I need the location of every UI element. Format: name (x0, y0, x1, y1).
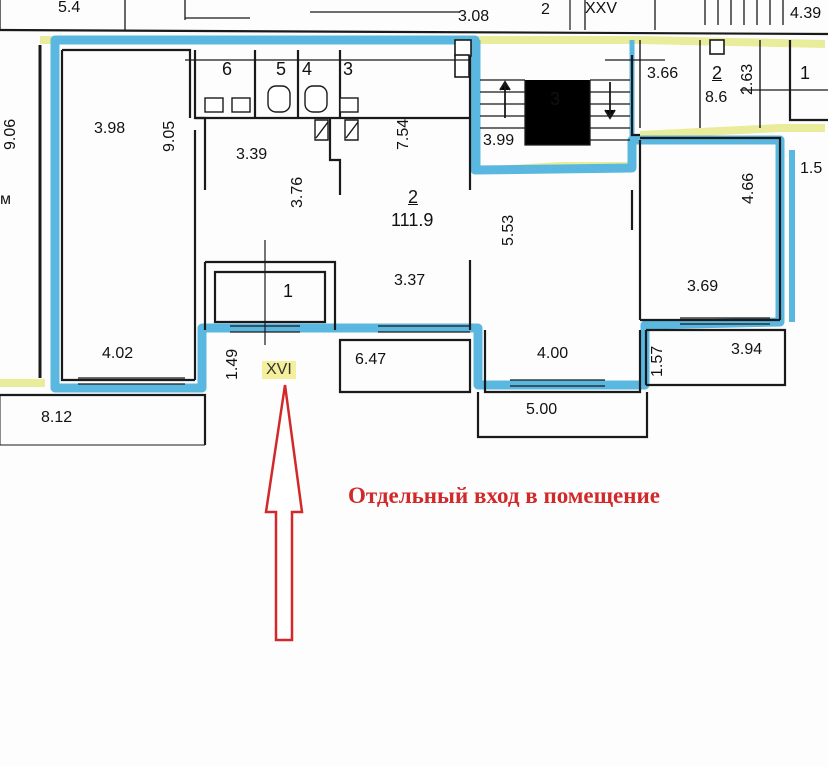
section-roman-label: XXV (585, 0, 618, 17)
room-1-walls (203, 260, 337, 330)
vestibule (338, 338, 472, 394)
dim-label: 4.02 (102, 345, 134, 362)
dim-label: 9.06 (2, 118, 19, 150)
dim-label: 3.69 (687, 278, 719, 295)
dim-label: 5.53 (500, 214, 517, 246)
dim-label: 4.00 (537, 345, 569, 362)
dim-label: 1.49 (224, 348, 241, 380)
staircase (480, 79, 630, 146)
left-room-walls (60, 48, 195, 382)
window-bay (510, 379, 605, 387)
room-number: 2 (408, 187, 419, 207)
section-line (255, 240, 275, 345)
top-stair (0, 0, 784, 30)
dim-label: 5.4 (58, 0, 81, 16)
dim-label: 1.57 (649, 345, 666, 377)
column (709, 39, 725, 55)
entrance-roman-label: XVI (262, 361, 296, 379)
dim-label: 9.05 (161, 120, 178, 152)
dim-label: 4.66 (740, 172, 757, 204)
toilet-icon (267, 85, 291, 113)
dim-label: 3.39 (236, 146, 268, 163)
dim-label: 7.54 (395, 118, 412, 150)
dim-label: 3.37 (394, 272, 426, 289)
dim-label: 3.66 (647, 65, 679, 82)
far-right-walls (788, 40, 828, 122)
dim-label: 2.63 (739, 63, 756, 95)
right-room-bottom (640, 318, 780, 385)
bay-walls (483, 330, 642, 394)
column (454, 54, 470, 78)
sink-icon (339, 97, 359, 113)
room-number: 6 (222, 59, 233, 79)
right-bay-outline (646, 328, 787, 387)
dimension-line (605, 59, 828, 91)
dim-label: 4.39 (790, 5, 822, 22)
room-number: 5 (276, 59, 287, 79)
column (454, 39, 472, 57)
dim-label: 8.12 (41, 409, 73, 426)
left-lower-outline (0, 395, 205, 446)
window-left (78, 377, 185, 385)
dim-label: 3.94 (731, 341, 763, 358)
window-right (680, 317, 770, 325)
top-wall (0, 28, 828, 36)
room-area: 8.6 (705, 89, 728, 106)
dim-label: 3.98 (94, 120, 126, 137)
top-right-walls (639, 40, 761, 128)
sink-icon (204, 97, 224, 113)
entrance-arrow-icon (264, 384, 304, 642)
toilet-icon (304, 85, 328, 113)
window-mid (378, 325, 470, 333)
room-area: 111.9 (391, 210, 434, 230)
room-number: 3 (343, 59, 354, 79)
dim-label: 3.76 (289, 176, 306, 208)
dim-label: 3.99 (483, 132, 515, 149)
dim-label: 6.47 (355, 351, 387, 368)
left-lower-wall (0, 393, 207, 445)
sink-icon (231, 97, 251, 113)
door-swing-icon (315, 121, 359, 139)
dim-label: 5.00 (526, 401, 558, 418)
dim-label: 3.08 (458, 8, 490, 25)
dim-label: 1.5 (800, 160, 823, 177)
adjacent-highlight (40, 36, 826, 139)
right-room-walls (640, 136, 782, 320)
room-number: 1 (800, 63, 811, 83)
bay-outline (476, 392, 649, 439)
room-number: 1 (283, 281, 294, 301)
right-wall (630, 55, 642, 320)
dim-label: 2 (541, 1, 550, 18)
room-number: 2 (712, 63, 723, 83)
entrance-note: Отдельный вход в помещение (348, 483, 660, 508)
room-number: 4 (302, 59, 313, 79)
sanitary-walls (195, 116, 470, 195)
room-number: 3 (550, 89, 561, 109)
cut-text: м (0, 191, 11, 208)
